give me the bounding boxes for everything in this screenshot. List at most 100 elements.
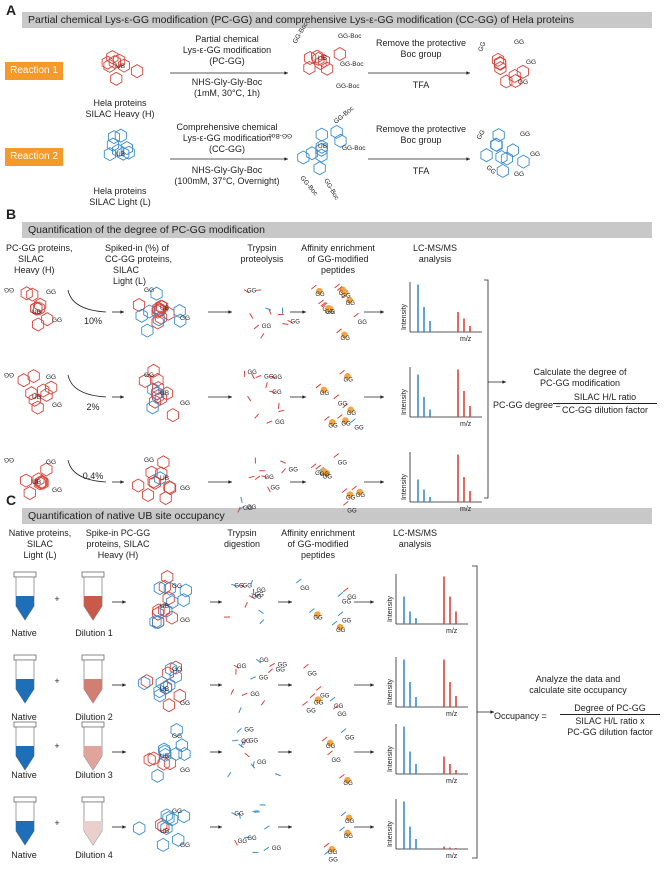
native-tube — [15, 726, 35, 771]
gg-tag: GG — [259, 676, 269, 682]
protein-hexagon — [26, 287, 39, 302]
protein-hexagon — [117, 146, 130, 161]
gg-tag: GG — [328, 423, 338, 429]
peptide-fragment — [252, 810, 259, 812]
protein-hexagon — [166, 595, 179, 610]
protein-hexagon — [492, 128, 505, 143]
enriched-peptide — [324, 850, 330, 855]
gg-tag: GG — [345, 736, 355, 742]
spectrum-y-label: Intensity — [387, 595, 394, 622]
ub-tag: UB — [32, 309, 41, 316]
gg-tag: GG — [344, 377, 354, 383]
antibody-bead — [346, 296, 353, 304]
ub-tag: UB — [116, 63, 125, 70]
protein-hexagon — [17, 373, 30, 388]
enriched-peptide — [333, 704, 339, 710]
spike-04-label: 0.4% — [82, 471, 104, 481]
gg-tag: GG — [341, 336, 351, 342]
protein-hexagon — [133, 821, 146, 836]
peptide-fragment — [238, 707, 242, 714]
protein-hexagon — [153, 684, 166, 699]
gg-tag: GG — [241, 739, 251, 745]
ub-tag: UB — [116, 151, 125, 158]
gg-tag: GG — [356, 493, 366, 499]
enriched-peptide — [342, 500, 349, 506]
reaction-2-tfa: TFA — [412, 166, 430, 176]
protein-hexagon — [162, 698, 175, 713]
peptide-fragment — [268, 308, 272, 315]
gg-tag: GG — [358, 320, 368, 326]
protein-hexagon — [155, 466, 168, 481]
protein-hexagon — [27, 369, 40, 384]
enriched-peptide — [339, 369, 345, 375]
protein-hexagon — [165, 610, 178, 625]
antibody-bead — [326, 739, 334, 747]
protein-hexagon — [493, 55, 506, 71]
enriched-peptide — [315, 464, 322, 470]
gg-boc-tag: GG-Boc — [298, 175, 319, 198]
gg-tag: UB — [160, 828, 169, 835]
protein-hexagon — [150, 386, 164, 401]
reaction-1-condition: Partial chemical Lys-ε-GG modification (… — [182, 34, 272, 98]
gg-tag: GG — [262, 324, 272, 330]
protein-hexagon — [160, 386, 174, 401]
gg-tag: GG — [342, 619, 352, 625]
protein-hexagon — [147, 751, 160, 766]
peptide-fragment — [267, 486, 271, 493]
spike-2-label: 2% — [86, 402, 100, 412]
spectrum-x-label: m/z — [446, 853, 458, 860]
protein-hexagon — [141, 487, 155, 503]
peptide-fragment — [251, 373, 255, 380]
gg-tag: GG — [338, 461, 348, 467]
protein-hexagon — [132, 478, 145, 493]
spectrum-x-label: m/z — [460, 421, 472, 428]
gg-tag: GG — [243, 584, 253, 590]
gg-tag: GG — [315, 292, 325, 298]
protein-hexagon — [108, 54, 121, 70]
peptide-fragment — [260, 700, 266, 706]
peptide-fragment — [231, 583, 238, 587]
protein-hexagon — [158, 742, 171, 757]
protein-hexagon — [132, 297, 146, 313]
protein-hexagon — [321, 61, 334, 76]
arrow-head — [122, 600, 126, 604]
protein-hexagon — [45, 380, 58, 395]
protein-hexagon — [509, 73, 522, 89]
protein-hexagon — [151, 768, 164, 783]
tube-cap — [81, 796, 105, 803]
antibody-bead — [325, 304, 333, 312]
protein-hexagon — [103, 58, 116, 73]
reaction-1-badge: Reaction 1 — [5, 62, 63, 80]
protein-hexagon — [314, 55, 327, 71]
enriched-peptide — [341, 293, 347, 299]
tube-liquid — [16, 596, 34, 620]
gg-boc-tag: UB — [318, 143, 327, 150]
tube-cap — [13, 796, 37, 803]
arrow-head — [218, 750, 222, 754]
protein-hexagon — [496, 163, 509, 178]
protein-hexagon — [161, 666, 175, 681]
arrow-head — [228, 395, 232, 399]
arrow-head — [288, 825, 292, 829]
protein-hexagon — [138, 676, 151, 691]
protein-hexagon — [312, 51, 325, 66]
spectrum-x-label: m/z — [446, 628, 458, 635]
protein-hexagon — [154, 391, 167, 406]
protein-hexagon — [147, 363, 160, 378]
protein-hexagon — [158, 579, 171, 594]
arrow-head — [370, 683, 374, 687]
peptide-fragment — [265, 382, 268, 389]
protein-hexagon — [147, 474, 160, 489]
peptide-fragment — [238, 812, 241, 819]
protein-hexagon — [152, 303, 165, 318]
spectrum-y-label: Intensity — [387, 745, 394, 772]
enriched-peptide — [321, 736, 328, 742]
enriched-peptide — [336, 328, 342, 334]
arrow-head — [228, 480, 232, 484]
plus-1: + — [54, 594, 60, 604]
protein-hexagon — [178, 746, 191, 762]
gg-boc-tag: GG-Boc — [338, 33, 362, 40]
protein-hexagon — [153, 581, 166, 596]
